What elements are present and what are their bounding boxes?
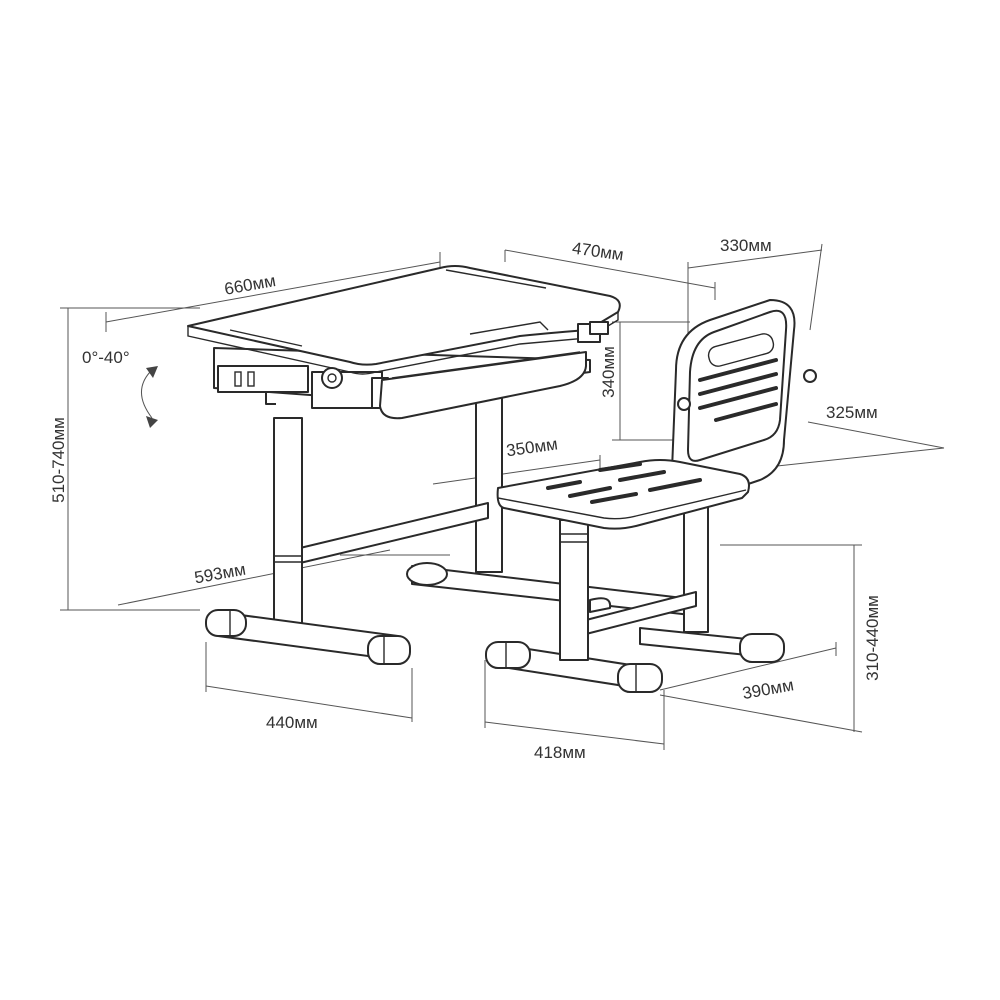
backrest-width-label: 330мм (720, 236, 772, 255)
chair-rear-leg (683, 505, 709, 633)
desk-base-width-label: 440мм (266, 713, 318, 732)
desk-rear-leg (475, 391, 503, 573)
desk-drawer (379, 351, 587, 420)
seat-width-label: 350мм (505, 434, 559, 460)
tilt-angle-label: 0°-40° (82, 348, 130, 367)
chair-front-leg (559, 519, 589, 661)
backrest-depth-label: 325мм (826, 403, 878, 422)
chair-base-depth-label: 390мм (741, 675, 795, 703)
desk-height-label: 510-740мм (49, 417, 68, 503)
desk-width-label: 660мм (223, 271, 277, 299)
desk (187, 265, 701, 665)
seat-height-label: 310-440мм (863, 595, 882, 681)
desk-leg-span-label: 593мм (193, 560, 247, 588)
dimension-lines (60, 243, 945, 750)
desk-cross-brace (299, 502, 489, 564)
desk-front-leg (273, 417, 303, 627)
chair (485, 299, 817, 693)
desk-depth-label: 470мм (571, 238, 625, 264)
chair-base-width-label: 418мм (534, 743, 586, 762)
backrest-height-label: 340мм (599, 346, 618, 398)
